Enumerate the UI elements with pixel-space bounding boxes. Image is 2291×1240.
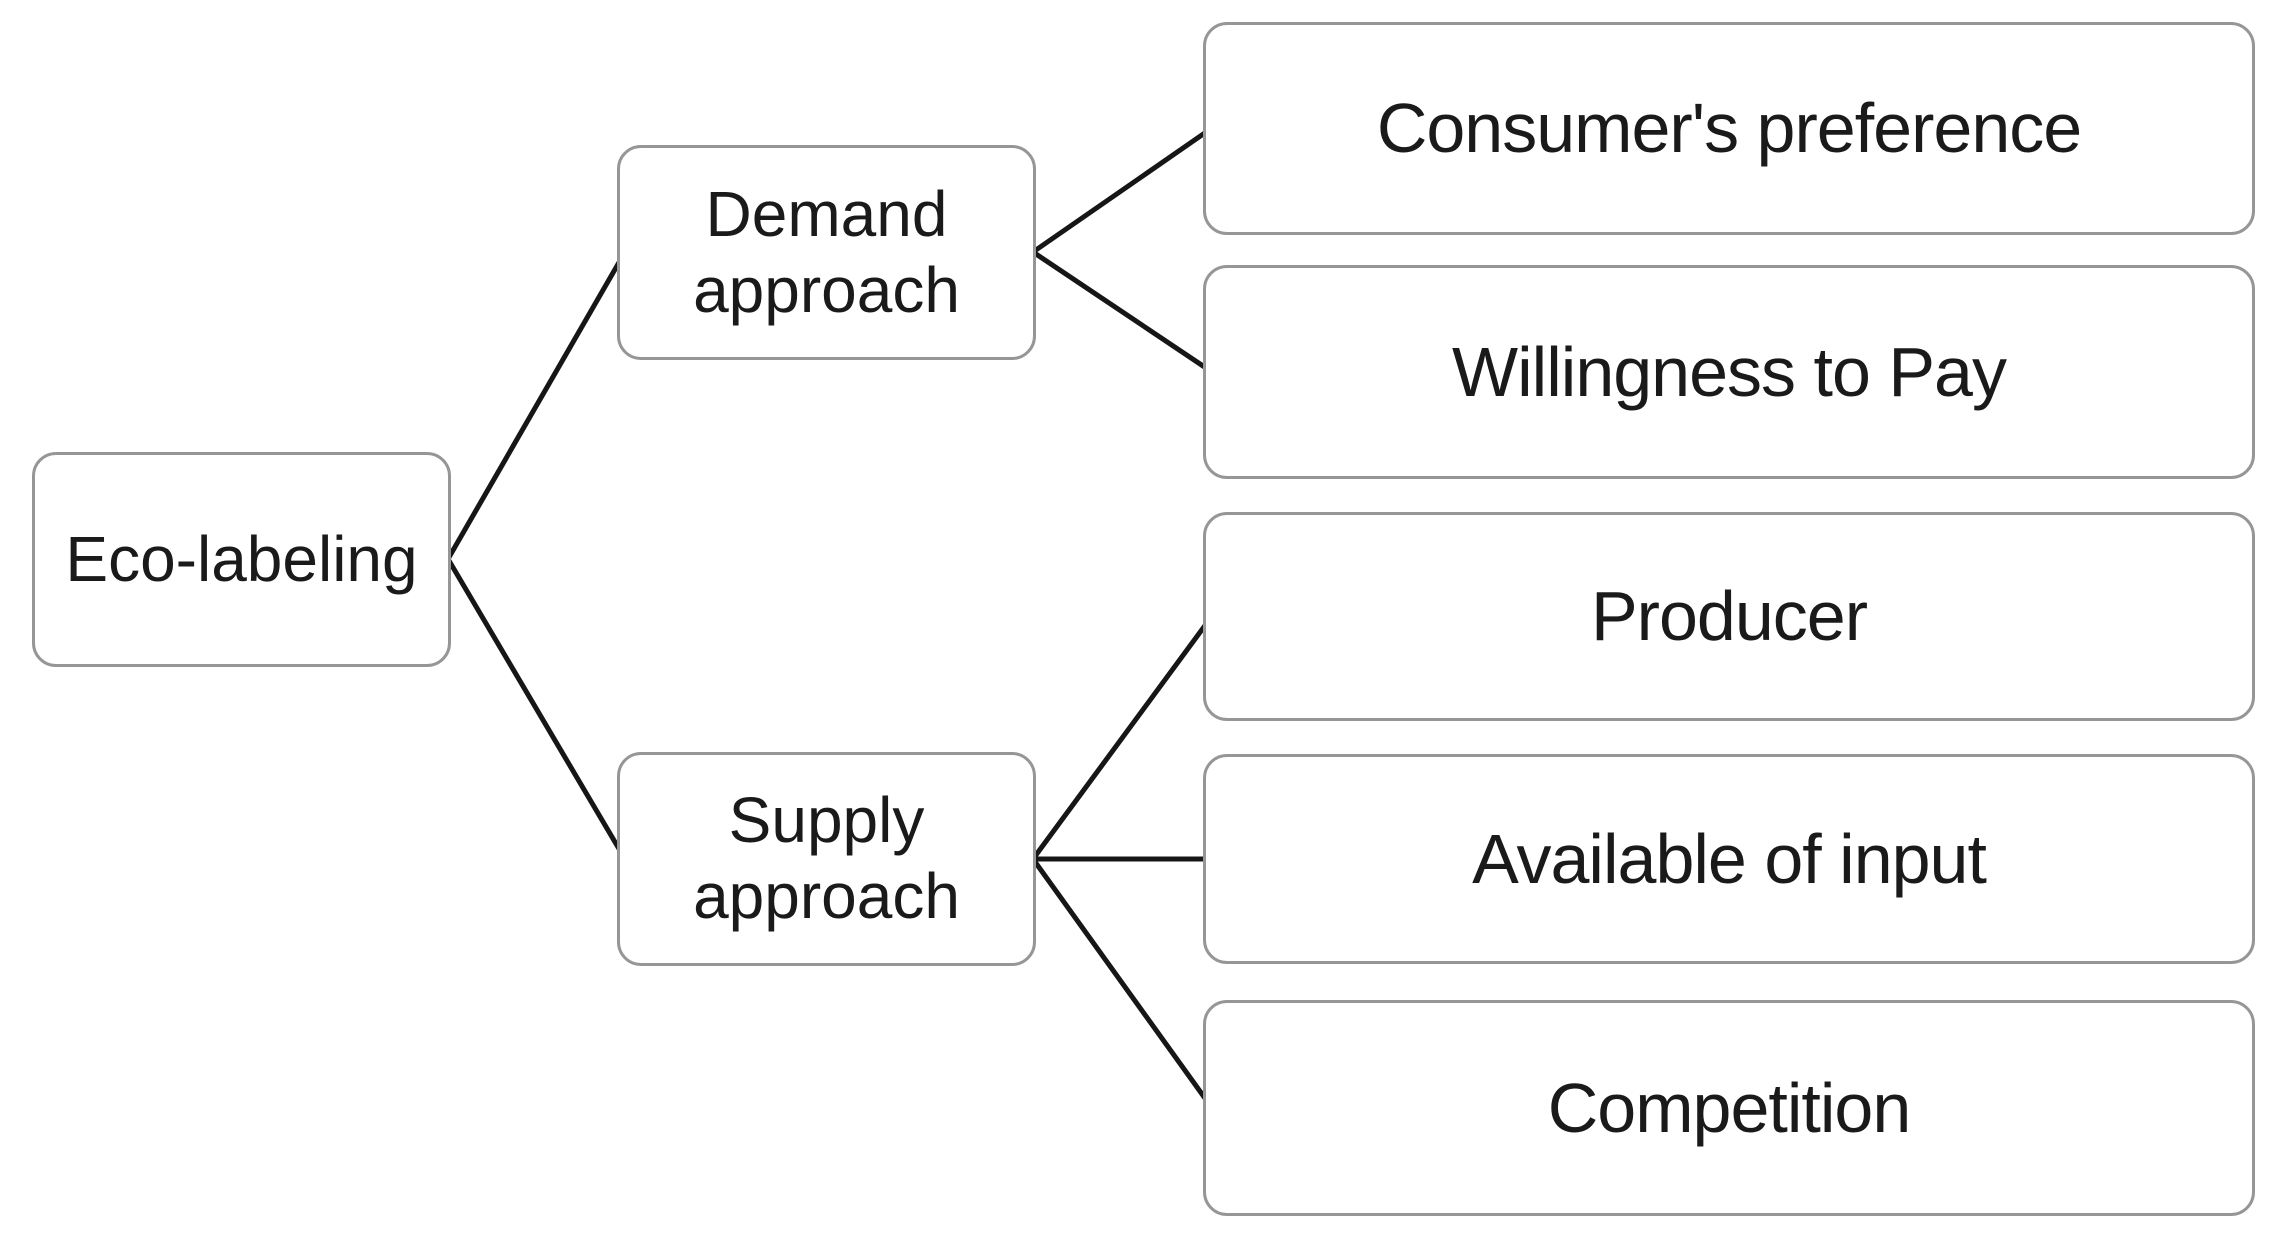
- node-competition-label: Competition: [1547, 1068, 1912, 1147]
- node-competition: Competition: [1203, 1000, 2255, 1216]
- edge-supply-producer: [1030, 613, 1215, 862]
- edge-root-demand: [445, 249, 628, 562]
- node-supply-approach: Supply approach: [617, 752, 1036, 966]
- node-consumers-preference-label: Consumer's preference: [1376, 89, 2082, 168]
- node-eco-labeling-label: Eco-labeling: [65, 522, 418, 595]
- edge-root-supply: [445, 556, 628, 862]
- node-demand-approach: Demand approach: [617, 145, 1036, 360]
- node-consumers-preference: Consumer's preference: [1203, 22, 2255, 235]
- node-available-of-input: Available of input: [1203, 754, 2255, 964]
- edge-demand-willingness: [1030, 249, 1215, 375]
- node-willingness-to-pay-label: Willingness to Pay: [1452, 332, 2007, 411]
- node-producer-label: Producer: [1590, 577, 1868, 656]
- edge-demand-consumer: [1030, 125, 1215, 255]
- node-available-of-input-label: Available of input: [1472, 819, 1987, 898]
- node-producer: Producer: [1203, 512, 2255, 721]
- node-eco-labeling: Eco-labeling: [32, 452, 451, 667]
- node-demand-approach-label: Demand approach: [693, 177, 960, 326]
- node-supply-approach-label: Supply approach: [693, 784, 960, 932]
- node-willingness-to-pay: Willingness to Pay: [1203, 265, 2255, 479]
- edge-supply-competition: [1030, 856, 1215, 1111]
